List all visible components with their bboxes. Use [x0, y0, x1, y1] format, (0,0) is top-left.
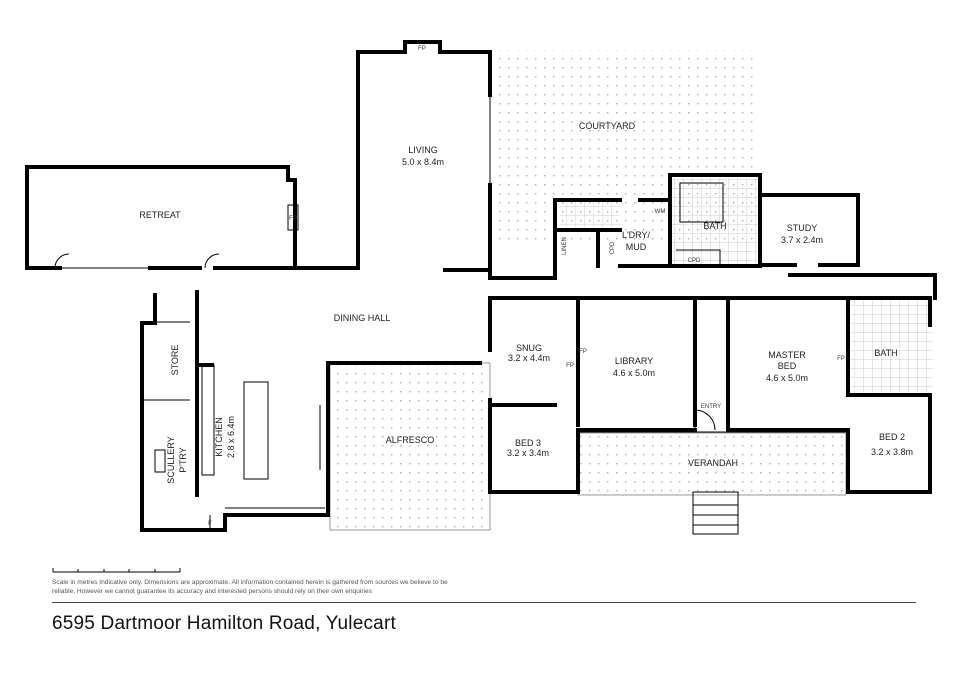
room-label-laundry: L'DRY/: [622, 230, 651, 240]
fireplace-library: FP: [579, 349, 587, 355]
cupboard-label-laundry: CPD: [610, 241, 616, 254]
fireplace-snug: FP: [566, 363, 574, 369]
room-label-kitchen: KITCHEN: [214, 417, 224, 457]
room-label-pantry: P'TRY: [178, 447, 188, 473]
room-label-master-bed: BED: [778, 361, 797, 371]
room-label-ensuite-bath: BATH: [874, 348, 897, 358]
room-label-bath: BATH: [703, 221, 726, 231]
room-size-bed2: 3.2 x 3.8m: [871, 447, 913, 457]
alfresco-area: [330, 363, 490, 530]
cupboard-label-bath: CPD: [688, 258, 701, 264]
disclaimer-text: Scale in metres Indicative only. Dimensi…: [52, 579, 448, 595]
verandah-area: [578, 433, 846, 495]
room-label-verandah: VERANDAH: [688, 458, 738, 468]
fridge-label: F: [208, 521, 212, 527]
room-size-master: 4.6 x 5.0m: [766, 373, 808, 383]
property-address: 6595 Dartmoor Hamilton Road, Yulecart: [52, 613, 396, 634]
room-label-master: MASTER: [768, 350, 806, 360]
room-size-snug: 3.2 x 4.4m: [508, 353, 550, 363]
washing-machine-label: WM: [655, 209, 666, 215]
service-walls: [488, 173, 937, 535]
room-size-study: 3.7 x 2.4m: [781, 235, 823, 245]
retreat-walls: [25, 165, 299, 270]
room-label-snug: SNUG: [516, 343, 542, 353]
linen-label: LINEN: [562, 237, 568, 255]
room-label-entry: ENTRY: [701, 404, 721, 410]
bedroom-wing-walls: [488, 296, 932, 494]
room-size-kitchen: 2.8 x 6.4m: [226, 416, 236, 458]
kitchen-walls: [140, 290, 482, 532]
fireplace-retreat: FP: [289, 216, 297, 222]
room-label-alfresco: ALFRESCO: [386, 435, 435, 445]
room-label-scullery: SCULLERY: [166, 436, 176, 483]
room-size-library: 4.6 x 5.0m: [613, 368, 655, 378]
room-label-bed2: BED 2: [879, 432, 905, 442]
living-walls: [293, 40, 492, 272]
room-label-living: LIVING: [408, 145, 438, 155]
room-label-courtyard: COURTYARD: [579, 121, 636, 131]
room-size-bed3: 3.2 x 3.4m: [507, 448, 549, 458]
room-label-mud: MUD: [626, 242, 647, 252]
room-label-study: STUDY: [787, 223, 818, 233]
fireplace-living: FP: [418, 46, 426, 52]
fireplace-master: FP: [837, 356, 845, 362]
room-label-bed3: BED 3: [515, 438, 541, 448]
room-label-retreat: RETREAT: [139, 210, 181, 220]
scale-bar: [52, 568, 181, 573]
room-size-living: 5.0 x 8.4m: [402, 157, 444, 167]
room-label-library: LIBRARY: [615, 356, 653, 366]
room-label-store: STORE: [170, 345, 180, 376]
room-label-dining-hall: DINING HALL: [334, 313, 391, 323]
divider: [52, 602, 916, 603]
